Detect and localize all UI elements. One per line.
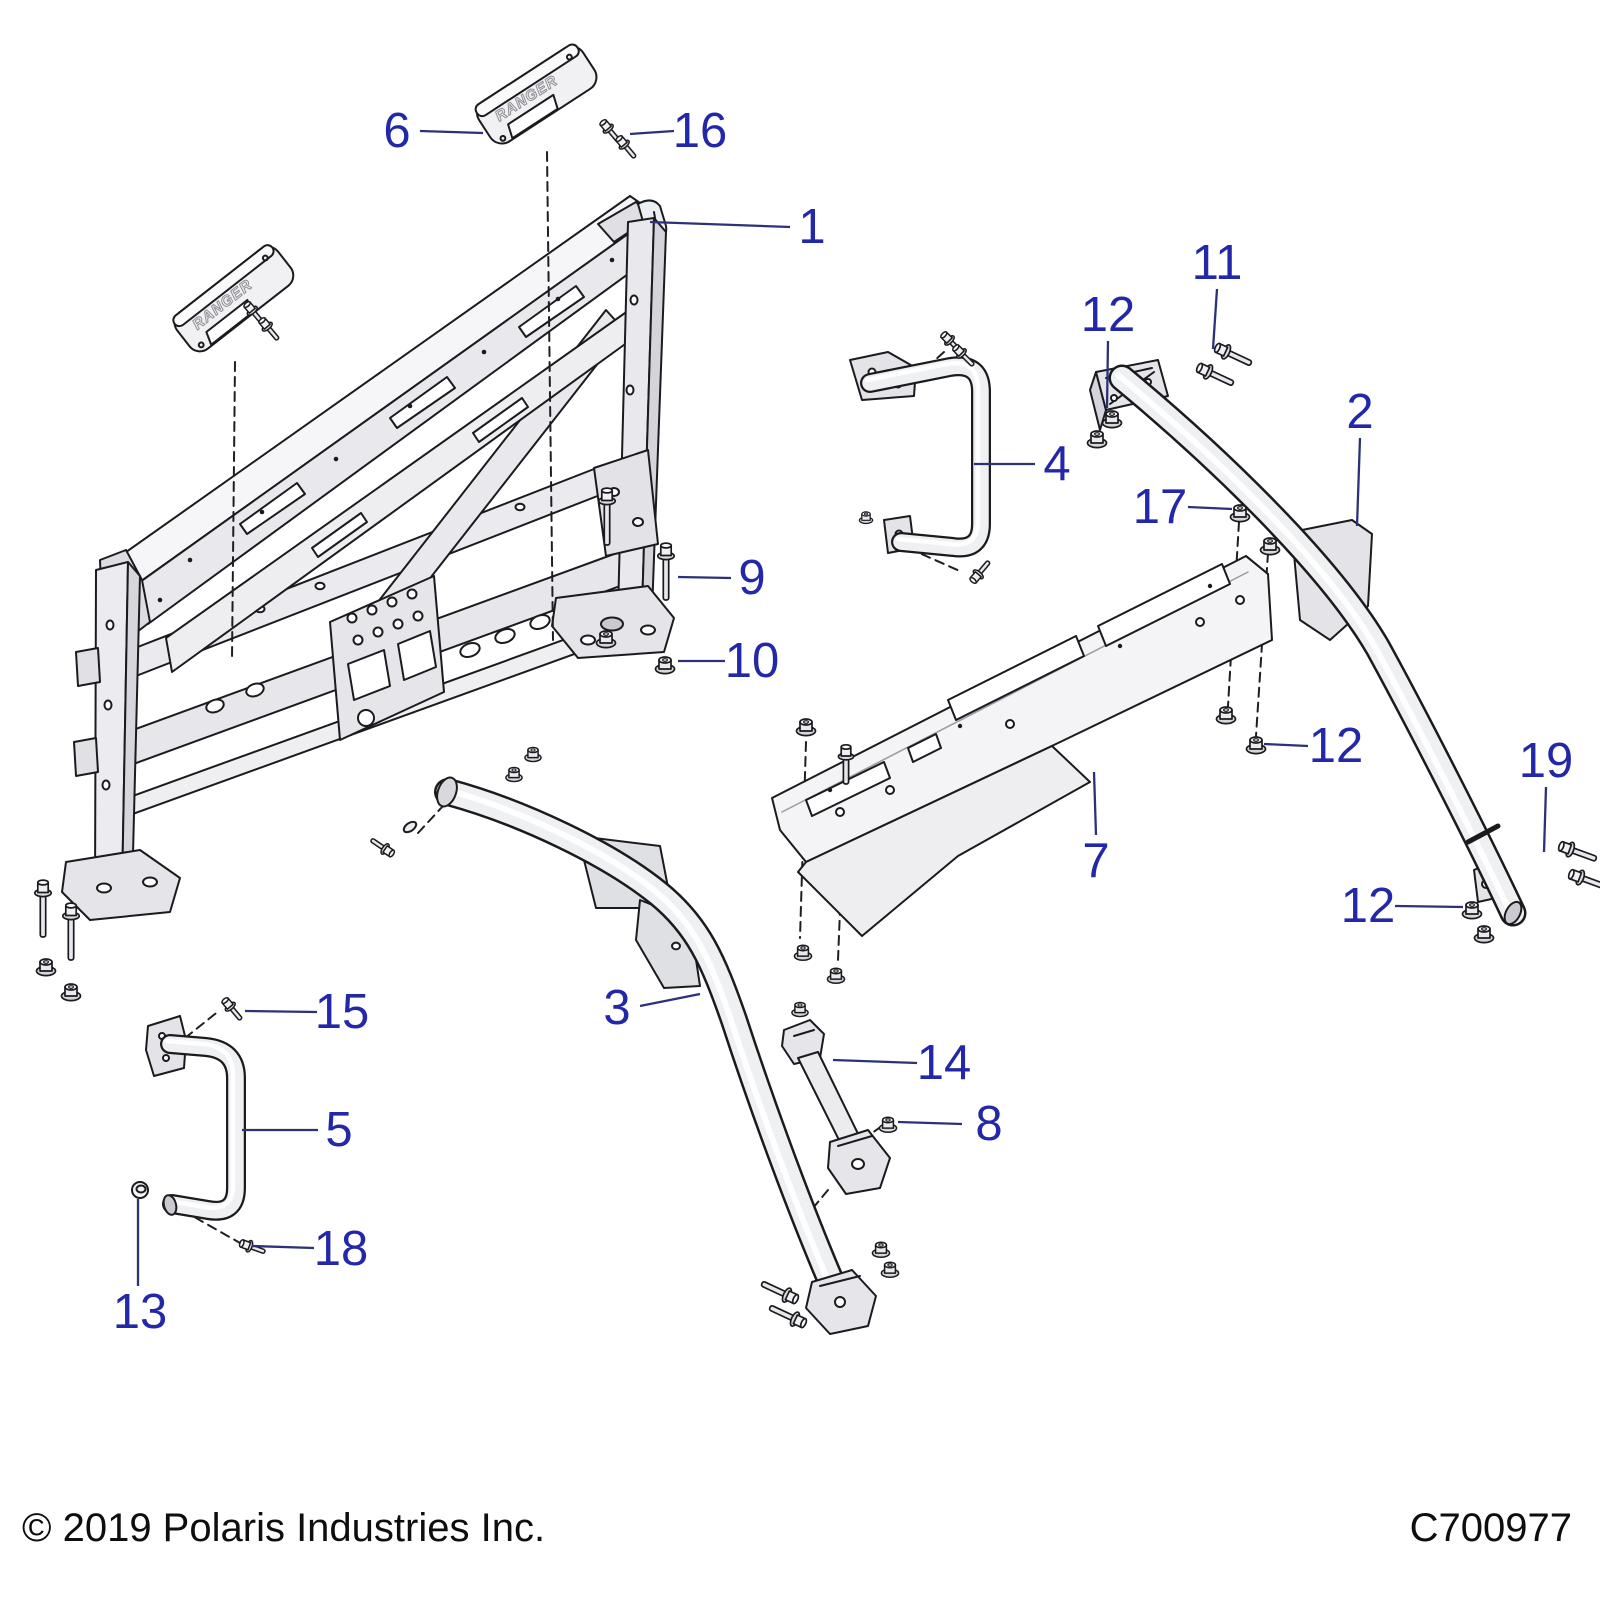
part-2-support-tube-right bbox=[1089, 359, 1525, 927]
callout-leader-7 bbox=[1092, 771, 1098, 836]
callout-14: 14 bbox=[917, 1036, 972, 1090]
screw bbox=[367, 833, 398, 861]
part-7-rear-panel bbox=[771, 555, 1273, 937]
flange-nut bbox=[1086, 430, 1108, 449]
callout-leader-3 bbox=[639, 992, 701, 1008]
flange-nut bbox=[858, 511, 874, 525]
callout-7: 7 bbox=[1082, 834, 1109, 888]
callout-12: 12 bbox=[1081, 288, 1136, 342]
callout-leader-6 bbox=[419, 129, 484, 135]
flange-nut bbox=[654, 656, 676, 675]
callout-leader-17 bbox=[1187, 505, 1233, 511]
flange-nut bbox=[1101, 410, 1123, 429]
part-6-headrest-pad-left: RANGER bbox=[172, 244, 295, 353]
part-6-headrest-pad-right: RANGER bbox=[474, 43, 598, 145]
callout-11: 11 bbox=[1192, 236, 1243, 290]
callout-4: 4 bbox=[1043, 437, 1070, 491]
callout-3: 3 bbox=[603, 981, 630, 1035]
callout-6: 6 bbox=[383, 104, 410, 158]
hex-bolt bbox=[1565, 865, 1600, 896]
hex-bolt bbox=[1211, 339, 1256, 372]
flange-nut bbox=[524, 746, 542, 763]
flange-nut bbox=[880, 1261, 900, 1279]
callout-16: 16 bbox=[673, 104, 728, 158]
flange-nut bbox=[795, 718, 817, 737]
flange-nut bbox=[1473, 925, 1495, 944]
callout-8: 8 bbox=[975, 1097, 1002, 1151]
flange-nut bbox=[1259, 537, 1281, 556]
flange-nut bbox=[505, 766, 523, 783]
callout-leader-1 bbox=[649, 220, 791, 229]
hex-bolt bbox=[656, 542, 676, 601]
callout-1: 1 bbox=[798, 200, 825, 254]
callout-leader-14 bbox=[832, 1058, 918, 1065]
flange-nut bbox=[1461, 901, 1483, 920]
callout-13: 13 bbox=[113, 1285, 168, 1339]
part-5-grab-handle-left bbox=[145, 1015, 236, 1216]
flange-nut bbox=[826, 967, 846, 985]
flange-nut bbox=[871, 1241, 891, 1259]
callout-leader-15 bbox=[244, 1009, 318, 1014]
callout-leader-11 bbox=[1211, 288, 1219, 350]
hex-bolt bbox=[1193, 359, 1238, 392]
callout-15: 15 bbox=[315, 985, 370, 1039]
flange-nut bbox=[595, 630, 617, 649]
callout-leader-12 bbox=[1263, 742, 1309, 748]
flange-nut bbox=[1215, 706, 1237, 725]
screw bbox=[218, 994, 247, 1025]
fasteners bbox=[33, 116, 1600, 1332]
callout-12: 12 bbox=[1341, 879, 1396, 933]
hex-bolt bbox=[1555, 837, 1600, 868]
screw bbox=[255, 314, 284, 345]
callout-leader-18 bbox=[251, 1244, 315, 1250]
part-4-grab-handle-right bbox=[849, 351, 981, 553]
callout-leader-12 bbox=[1105, 340, 1110, 409]
hex-bolt-head-on bbox=[131, 1181, 149, 1199]
part-3-front-support-tube bbox=[402, 776, 877, 1335]
hex-bolt bbox=[765, 1299, 810, 1332]
callout-leader-8 bbox=[897, 1120, 963, 1126]
callout-5: 5 bbox=[325, 1103, 352, 1157]
flange-nut bbox=[1245, 736, 1267, 755]
callout-leader-16 bbox=[629, 129, 675, 136]
callout-18: 18 bbox=[314, 1222, 369, 1276]
hex-bolt bbox=[33, 879, 53, 938]
callout-19: 19 bbox=[1519, 734, 1574, 788]
flange-nut bbox=[35, 958, 57, 977]
flange-nut bbox=[60, 983, 82, 1002]
screw bbox=[966, 556, 995, 587]
callout-leader-2 bbox=[1355, 437, 1362, 527]
part-1-cab-frame bbox=[61, 195, 675, 921]
callout-leader-19 bbox=[1542, 786, 1548, 853]
callout-2: 2 bbox=[1346, 385, 1373, 439]
copyright-text: © 2019 Polaris Industries Inc. bbox=[22, 1506, 546, 1550]
flange-nut bbox=[878, 1116, 898, 1134]
flange-nut bbox=[793, 944, 813, 962]
callout-9: 9 bbox=[738, 551, 765, 605]
hex-bolt bbox=[61, 902, 81, 961]
screw bbox=[612, 132, 641, 163]
callout-leader-12 bbox=[1394, 904, 1464, 909]
callout-12: 12 bbox=[1309, 719, 1364, 773]
callout-10: 10 bbox=[725, 634, 780, 688]
hex-bolt bbox=[757, 1275, 802, 1308]
figure-code: C700977 bbox=[1409, 1506, 1572, 1550]
callout-leader-9 bbox=[677, 575, 732, 580]
callout-17: 17 bbox=[1133, 480, 1188, 534]
flange-nut bbox=[1229, 504, 1251, 523]
part-14-brace-strap bbox=[781, 1019, 891, 1195]
flange-nut bbox=[791, 1001, 809, 1018]
